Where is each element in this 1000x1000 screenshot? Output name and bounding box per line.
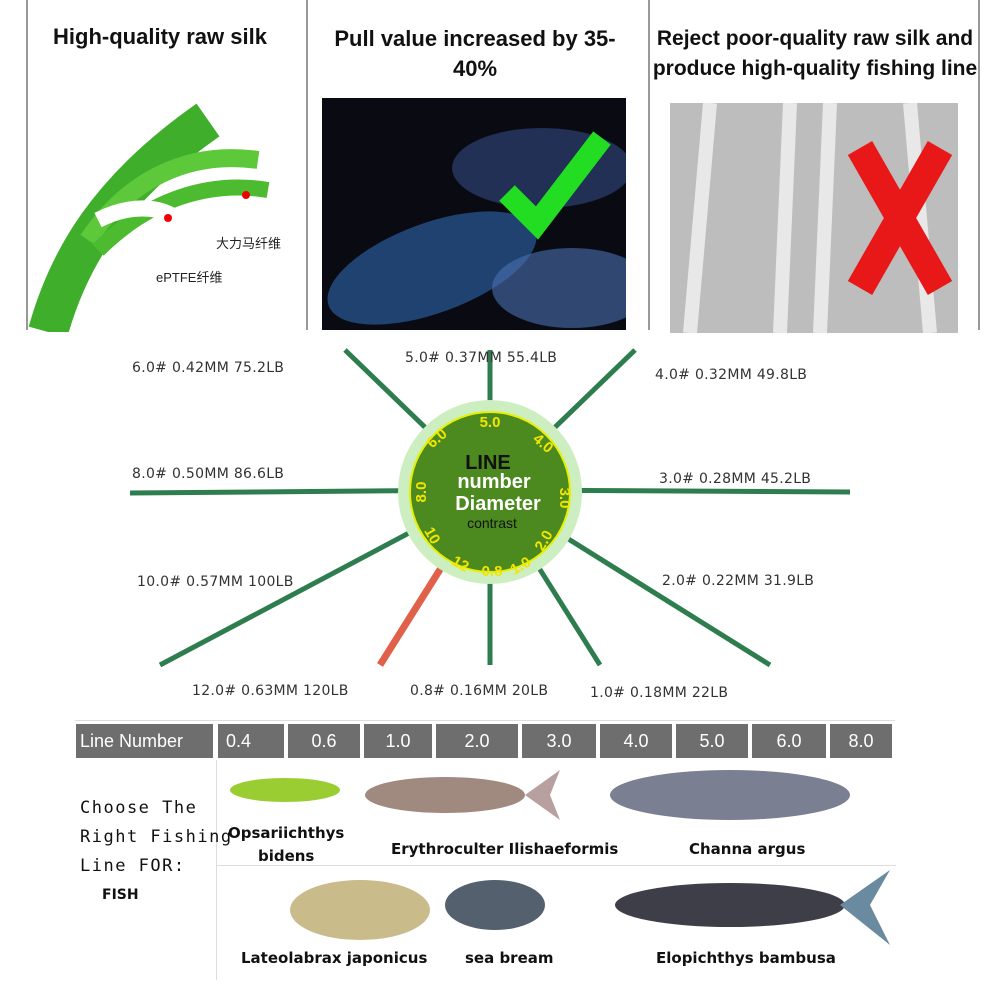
fish-channa xyxy=(610,770,850,820)
spec-label: 0.8# 0.16MM 20LB xyxy=(410,683,549,699)
table-header: 3.0 xyxy=(522,724,596,758)
center-text: contrast xyxy=(467,515,517,531)
table-header: 4.0 xyxy=(600,724,672,758)
nanotube-image xyxy=(322,98,626,330)
fish-label: sea bream xyxy=(465,949,554,967)
fish-label: Erythroculter Ilishaeformis xyxy=(391,840,619,858)
table-header: 5.0 xyxy=(676,724,748,758)
ring-label: 0.8 xyxy=(482,563,503,580)
fish-opsariichthys xyxy=(230,778,340,802)
spec-label: 4.0# 0.32MM 49.8LB xyxy=(655,367,808,383)
spec-label: 12.0# 0.63MM 120LB xyxy=(192,683,349,699)
spec-label: 1.0# 0.18MM 22LB xyxy=(590,685,729,701)
table-header: 2.0 xyxy=(436,724,518,758)
rejected-silk-image xyxy=(670,103,958,333)
ring-label: 12 xyxy=(449,553,472,576)
check-icon xyxy=(499,131,611,240)
fish-sea-bream xyxy=(445,880,545,930)
fiber-label: 大力马纤维 xyxy=(216,236,281,251)
fish-label: Channa argus xyxy=(689,840,806,858)
fish-elopichthys xyxy=(615,883,845,927)
ring-label: 10 xyxy=(420,524,443,547)
ring-label: 5.0 xyxy=(480,414,501,431)
x-icon xyxy=(847,141,953,295)
table-header: 0.6 xyxy=(288,724,360,758)
spec-label: 2.0# 0.22MM 31.9LB xyxy=(662,573,815,589)
fish-label: Elopichthys bambusa xyxy=(656,949,836,967)
divider xyxy=(306,0,308,330)
divider xyxy=(26,0,28,330)
center-text: number xyxy=(457,471,531,493)
divider xyxy=(648,0,650,330)
table-header: 0.4 xyxy=(218,724,284,758)
table-header: 1.0 xyxy=(364,724,432,758)
silk-fiber-image: 大力马纤维 ePTFE纤维 xyxy=(28,103,281,332)
fiber-label: ePTFE纤维 xyxy=(156,270,222,285)
ring-label: 3.0 xyxy=(556,488,573,509)
spec-label: 8.0# 0.50MM 86.6LB xyxy=(132,466,285,482)
table-header: Line Number xyxy=(76,724,213,758)
table-header: 6.0 xyxy=(752,724,826,758)
fish-label: Lateolabrax japonicus xyxy=(241,949,428,967)
panel-title: Reject poor-quality raw silk and produce… xyxy=(652,27,978,80)
line-diameter-diagram: 5.0 4.0 3.0 2.0 1.0 0.8 12 10 8.0 6.0 LI… xyxy=(129,348,851,668)
ring-label: 8.0 xyxy=(413,482,430,503)
divider xyxy=(978,0,980,330)
panel-title: High-quality raw silk xyxy=(53,24,267,49)
center-text: Diameter xyxy=(455,493,541,515)
center-text: LINE xyxy=(465,452,511,474)
fish-lateolabrax xyxy=(290,880,430,940)
table-header: 8.0 xyxy=(830,724,892,758)
spec-label: 5.0# 0.37MM 55.4LB xyxy=(405,350,558,366)
spec-label: 6.0# 0.42MM 75.2LB xyxy=(132,360,285,376)
fish-images xyxy=(230,770,890,945)
spec-label: 10.0# 0.57MM 100LB xyxy=(137,574,294,590)
spec-label: 3.0# 0.28MM 45.2LB xyxy=(659,471,812,487)
panel-title: Pull value increased by 35-40% xyxy=(334,26,616,81)
fish-erythroculter xyxy=(365,777,525,813)
